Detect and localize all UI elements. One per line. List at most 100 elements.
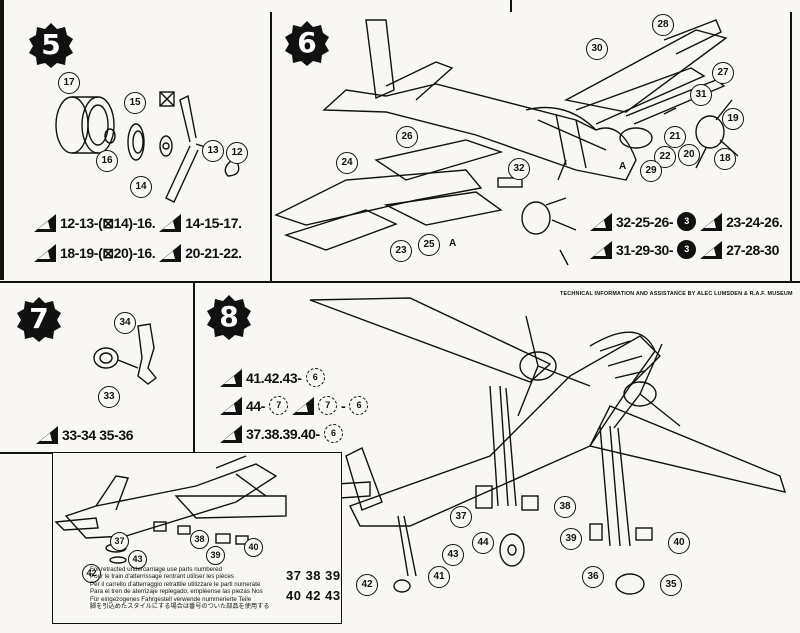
- part-callout: 37: [110, 532, 129, 551]
- sequence-text: 14-15-17.: [185, 215, 242, 231]
- reference-letter: A: [619, 161, 627, 172]
- technical-credit: TECHNICAL INFORMATION AND ASSISTANCE BY …: [560, 291, 793, 297]
- sub-assembly-ref: 7: [269, 396, 289, 415]
- step8-aircraft-drawing: [298, 297, 787, 595]
- part-callout: 31: [690, 84, 712, 106]
- part-callout: 43: [128, 550, 147, 569]
- glue-icon: [34, 244, 56, 262]
- assembly-sequence: 41.42.43- 6: [220, 368, 325, 387]
- step6-wing-fuselage-drawing: [274, 19, 739, 266]
- sub-assembly-ref: 6: [305, 368, 325, 387]
- part-callout: 36: [582, 566, 604, 588]
- part-callout: 38: [554, 496, 576, 518]
- part-callout: 37: [450, 506, 472, 528]
- step-number: 7: [29, 302, 49, 335]
- part-callout: 12: [226, 142, 248, 164]
- note-line: For retracted undercarriage use parts nu…: [90, 566, 223, 573]
- part-callout: 35: [660, 574, 682, 596]
- inset-aircraft-drawing: [54, 455, 287, 564]
- sequence-text: 12-13-(⊠14)-16.: [60, 214, 156, 231]
- part-callout: 38: [190, 530, 209, 549]
- step-badge-7: 7: [16, 296, 62, 342]
- step-badge-6: 6: [284, 20, 330, 66]
- part-callout: 17: [58, 72, 80, 94]
- part-callout: 13: [202, 140, 224, 162]
- glue-icon: [34, 214, 56, 232]
- sub-assembly-ref: 6: [323, 424, 343, 443]
- note-line: 脚を引込めたスタイルにする場合は番号のついた部品を使用する: [90, 603, 270, 611]
- panel-divider-top-right: [510, 0, 512, 12]
- part-callout: 33: [98, 386, 120, 408]
- step-number: 5: [41, 28, 61, 61]
- panel-divider-top: [0, 0, 4, 280]
- sequence-text: 37.38.39.40-: [246, 425, 320, 442]
- part-callout: 32: [508, 158, 530, 180]
- sequence-text: 20-21-22.: [185, 245, 242, 261]
- sub-assembly-ref: 3: [677, 212, 697, 231]
- step7-wheel-leg-drawing: [93, 323, 157, 385]
- retracted-notes: For retracted undercarriage use parts nu…: [90, 566, 270, 610]
- sequence-text: 18-19-(⊠20)-16.: [60, 244, 156, 261]
- assembly-sequence: 44- 7 7 - 6: [220, 396, 369, 415]
- sequence-text: 44-: [246, 397, 266, 414]
- part-callout: 26: [396, 126, 418, 148]
- step-badge-8: 8: [206, 294, 252, 340]
- assembly-sequence: 32-25-26- 3 23-24-26.: [590, 212, 783, 231]
- note-line: Pour le train d'atterrissage rentrant ut…: [90, 573, 234, 581]
- part-callout: 42: [356, 574, 378, 596]
- glue-icon: [220, 368, 242, 387]
- part-callout: 30: [586, 38, 608, 60]
- sequence-text: 32-25-26-: [616, 213, 674, 230]
- sequence-text: 41.42.43-: [246, 369, 302, 386]
- note-line: Para el tren de aterrizaje replegado, em…: [90, 588, 263, 596]
- part-callout: 40: [668, 532, 690, 554]
- step-number: 8: [219, 300, 239, 333]
- part-callout: 44: [472, 532, 494, 554]
- part-callout: 43: [442, 544, 464, 566]
- panel-divider-vertical: [270, 12, 272, 282]
- part-callout: 15: [124, 92, 146, 114]
- glue-icon: [159, 214, 182, 232]
- sequence-text: 27-28-30: [726, 241, 779, 258]
- glue-icon: [292, 396, 315, 415]
- part-callout: 27: [712, 62, 734, 84]
- glue-icon: [700, 240, 723, 259]
- part-callout: 34: [114, 312, 136, 334]
- part-callout: 24: [336, 152, 358, 174]
- panel-divider-horizontal: [0, 281, 800, 283]
- part-callout: 40: [244, 538, 263, 557]
- part-callout: 25: [418, 234, 440, 256]
- assembly-sequence: 37.38.39.40- 6: [220, 424, 343, 443]
- assembly-sequence: 33-34 35-36: [36, 426, 134, 444]
- note-line: Für eingezogenes Fahrgestell verwende nu…: [90, 595, 252, 603]
- part-callout: 41: [428, 566, 450, 588]
- note-line: Per il carrello d'atterraggio retrattile…: [90, 580, 261, 588]
- glue-icon: [590, 212, 612, 231]
- retract-parts-line-1: 37 38 39: [286, 568, 341, 583]
- part-callout: 21: [664, 126, 686, 148]
- part-callout: 39: [560, 528, 582, 550]
- part-callout: 28: [652, 14, 674, 36]
- part-callout: 19: [722, 108, 744, 130]
- part-callout: 23: [390, 240, 412, 262]
- sequence-text: 23-24-26.: [726, 213, 783, 230]
- glue-icon: [36, 426, 58, 444]
- part-callout: 29: [640, 160, 662, 182]
- assembly-sequence: 12-13-(⊠14)-16. 14-15-17.: [34, 214, 242, 232]
- reference-letter: A: [449, 238, 457, 249]
- retract-parts-line-2: 40 42 43: [286, 588, 341, 603]
- part-callout: 20: [678, 144, 700, 166]
- assembly-sequence: 31-29-30- 3 27-28-30: [590, 240, 779, 259]
- glue-icon: [590, 240, 612, 259]
- assembly-sequence: 18-19-(⊠20)-16. 20-21-22.: [34, 244, 242, 262]
- sequence-text: 31-29-30-: [616, 241, 674, 258]
- sequence-text: 33-34 35-36: [62, 427, 134, 443]
- part-callout: 42: [82, 564, 101, 583]
- step-number: 6: [297, 26, 317, 59]
- glue-icon: [220, 424, 242, 443]
- step-badge-5: 5: [28, 22, 74, 68]
- part-callout: 39: [206, 546, 225, 565]
- glue-icon: [159, 244, 182, 262]
- glue-icon: [220, 396, 242, 415]
